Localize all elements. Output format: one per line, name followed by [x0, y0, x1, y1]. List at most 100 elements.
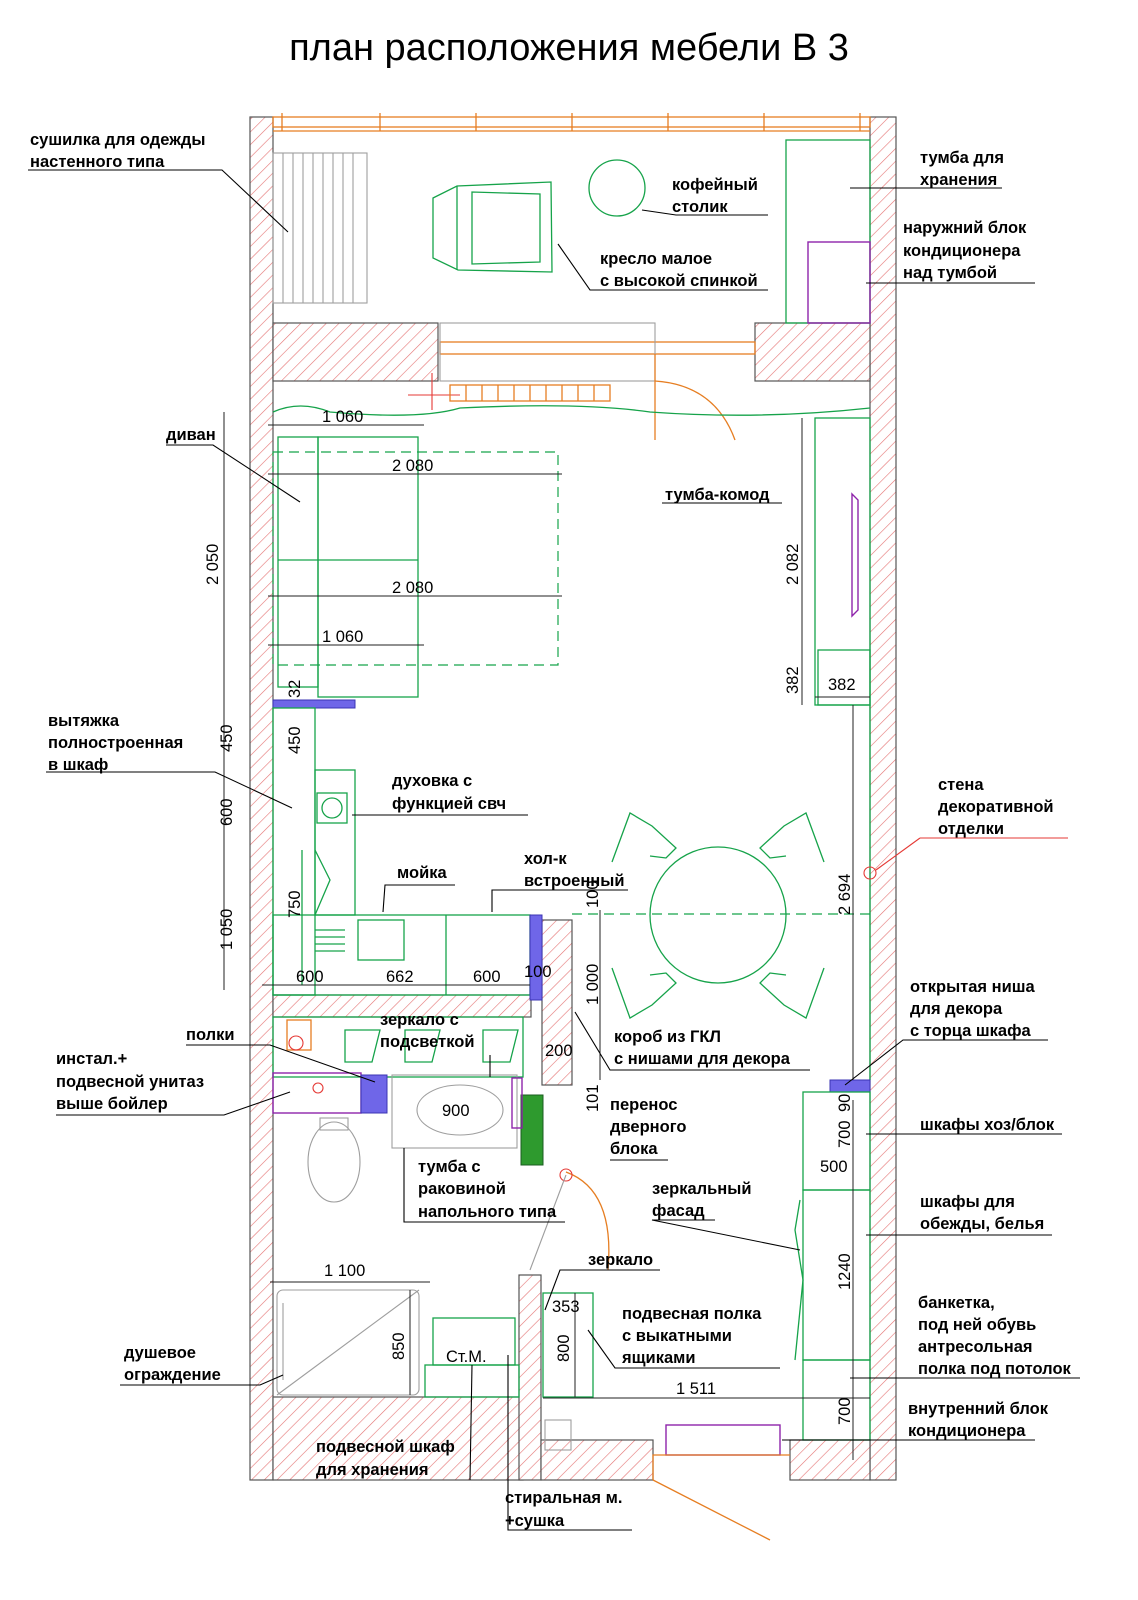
- dining-area: [572, 812, 870, 1019]
- dining-chair-4: [759, 967, 825, 1019]
- dimension-texts: 1 060 2 080 2 080 1 060 2 050 32 450 450…: [204, 408, 856, 1425]
- dim-900: 900: [442, 1102, 470, 1120]
- dim-200: 200: [545, 1042, 573, 1060]
- dim-2082: 2 082: [784, 544, 802, 585]
- dim-1050: 1 050: [218, 909, 236, 950]
- wall-bottom-mid: [540, 1439, 654, 1481]
- dim-600-left: 600: [296, 968, 324, 986]
- sink: [357, 919, 405, 961]
- sofa-seat: [317, 436, 419, 698]
- dim-450-inner: 450: [286, 726, 304, 754]
- label-sofa: диван: [166, 426, 216, 444]
- dim-2050: 2 050: [204, 544, 222, 585]
- mirror-shelf: [542, 1292, 594, 1398]
- kitchen-column: [314, 769, 356, 916]
- dim-700-closets: 700: [836, 1120, 854, 1148]
- dim-600-vertical: 600: [218, 798, 236, 826]
- ac-indoor-unit: [665, 1424, 781, 1456]
- dining-chair-1: [611, 812, 677, 863]
- dim-90: 90: [836, 1094, 854, 1112]
- dryer-bars: [282, 153, 354, 303]
- boiler-valves: [286, 1019, 312, 1051]
- label-dresser: тумба-комод: [665, 486, 770, 504]
- dining-chair-3: [611, 967, 677, 1019]
- dim-2080-bottom: 2 080: [392, 579, 433, 597]
- dim-700-bench: 700: [836, 1397, 854, 1425]
- stairs-lines: [315, 929, 345, 952]
- dim-450-outer: 450: [218, 724, 236, 752]
- dim-600-right: 600: [473, 968, 501, 986]
- vanity: [391, 1074, 518, 1149]
- dresser: [814, 417, 871, 706]
- wall-loggia-left: [272, 322, 439, 382]
- label-sink: мойка: [397, 864, 447, 882]
- dimension-lines: [223, 412, 870, 1460]
- leader-lines: [28, 169, 1080, 1531]
- kitchen-top-partition: [272, 699, 356, 709]
- toilet: [307, 1121, 361, 1203]
- dim-750: 750: [286, 890, 304, 918]
- dim-100-top: 100: [584, 880, 602, 908]
- storage-cabinet: [785, 139, 871, 324]
- dim-32: 32: [286, 680, 304, 698]
- sofa-unfolded: [272, 451, 559, 666]
- dim-100-side: 100: [524, 963, 552, 981]
- dim-1511: 1 511: [676, 1380, 716, 1398]
- dim-382-horizontal: 382: [828, 676, 856, 694]
- oven: [316, 792, 348, 824]
- tv-panel: [851, 492, 859, 618]
- ac-outdoor-unit: [807, 241, 871, 324]
- wall-bath-right: [518, 1274, 542, 1481]
- dim-382-vertical: 382: [784, 666, 802, 694]
- wall-left: [249, 116, 274, 1481]
- radiator-fins: [465, 385, 595, 401]
- dim-850: 850: [390, 1332, 408, 1360]
- shower-tray: [276, 1289, 420, 1396]
- living-area: [272, 417, 1068, 1080]
- dim-1000: 1 000: [584, 964, 602, 1005]
- dim-1240: 1240: [836, 1253, 854, 1290]
- vanity-basin: [416, 1084, 504, 1136]
- dining-table: [649, 846, 787, 984]
- dim-1060-bottom: 1 060: [322, 628, 363, 646]
- bathroom-door-swing: [565, 1171, 610, 1271]
- entrance-door: [652, 1454, 790, 1541]
- dim-101: 101: [584, 1084, 602, 1112]
- door-jamb: [520, 1094, 544, 1166]
- dim-662: 662: [386, 968, 414, 986]
- walls: [249, 116, 897, 1481]
- gkl-box-wall: [541, 919, 573, 1086]
- plan-title: план расположения мебели В 3: [289, 27, 849, 69]
- wall-bottom-right: [789, 1439, 871, 1481]
- washer-tag: Ст.М.: [446, 1348, 487, 1366]
- dim-500: 500: [820, 1158, 848, 1176]
- wall-loggia-right: [754, 322, 871, 382]
- label-utility-closets: шкафы хоз/блок: [920, 1116, 1055, 1134]
- armchair: [432, 181, 553, 273]
- hallway: [542, 1091, 871, 1541]
- loggia-window-frame: [439, 341, 756, 355]
- label-shelves: полки: [186, 1026, 235, 1044]
